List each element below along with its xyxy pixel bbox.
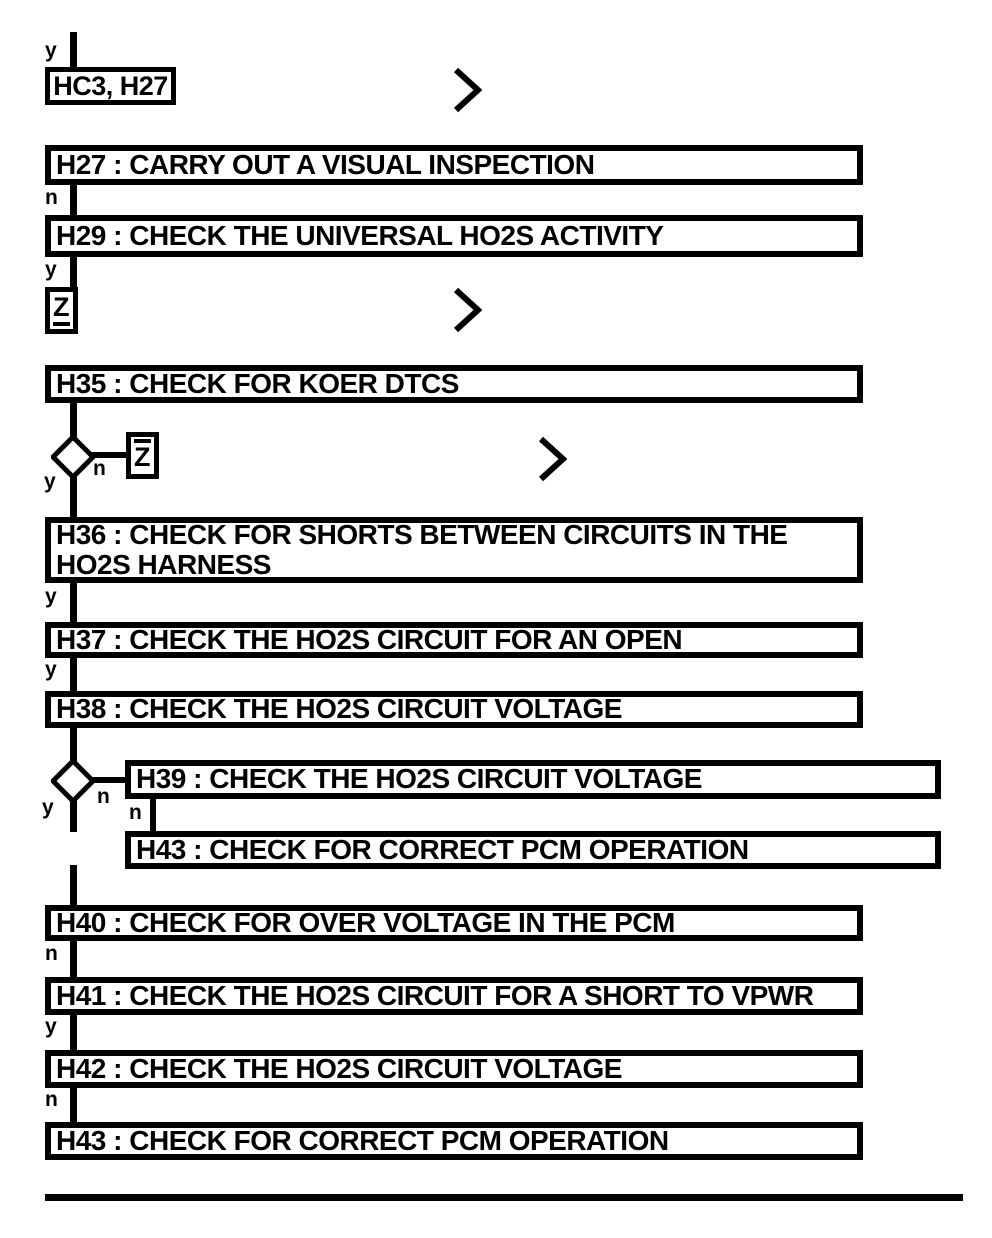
step-label-h35: H35 : CHECK FOR KOER DTCS [56,367,459,399]
branch-label-no: n [45,942,58,965]
bottom-divider [45,1194,963,1201]
step-label-h38: H38 : CHECK THE HO2S CIRCUIT VOLTAGE [56,693,622,725]
connector-line [70,725,77,764]
step-label-h27: H27 : CARRY OUT A VISUAL INSPECTION [56,148,595,180]
connector-line [70,796,77,832]
branch-label-yes: y [45,258,57,281]
branch-label-yes: y [45,1015,57,1038]
step-box-h42: H42 : CHECK THE HO2S CIRCUIT VOLTAGE [45,1050,863,1088]
connector-line [70,580,77,624]
step-label-h40: H40 : CHECK FOR OVER VOLTAGE IN THE PCM [56,906,675,938]
connector-line [88,777,127,783]
connector-line [70,1086,77,1124]
connector-line [70,655,77,693]
step-box-h29: H29 : CHECK THE UNIVERSAL HO2S ACTIVITY [45,215,863,257]
connector-line [70,1013,77,1052]
connector-line [70,32,77,68]
connector-line [70,473,77,519]
z-connector-label: Z [53,294,70,326]
step-box-h43-branch: H43 : CHECK FOR CORRECT PCM OPERATION [125,831,941,869]
branch-label-yes: y [45,585,57,608]
connector-line [150,797,156,833]
branch-label-yes: y [45,39,57,62]
step-box-h35: H35 : CHECK FOR KOER DTCS [45,365,863,403]
step-box-h27: H27 : CARRY OUT A VISUAL INSPECTION [45,145,863,185]
decision-diamond [51,435,95,479]
step-label-h37: H37 : CHECK THE HO2S CIRCUIT FOR AN OPEN [56,623,683,655]
step-box-h38: H38 : CHECK THE HO2S CIRCUIT VOLTAGE [45,691,863,728]
connector-line [70,401,77,439]
step-label-h29: H29 : CHECK THE UNIVERSAL HO2S ACTIVITY [56,219,664,251]
step-label-h43: H43 : CHECK FOR CORRECT PCM OPERATION [56,1124,669,1156]
branch-label-yes: y [44,470,56,493]
connector-line [70,865,77,907]
branch-label-no: n [129,801,142,824]
branch-label-yes: y [45,658,57,681]
step-box-h36: H36 : CHECK FOR SHORTS BETWEEN CIRCUITS … [45,517,863,583]
step-box-h37: H37 : CHECK THE HO2S CIRCUIT FOR AN OPEN [45,622,863,658]
step-box-h41: H41 : CHECK THE HO2S CIRCUIT FOR A SHORT… [45,977,863,1015]
connector-line [88,452,128,458]
connector-line [70,184,77,217]
step-label-h41: H41 : CHECK THE HO2S CIRCUIT FOR A SHORT… [56,979,814,1011]
continuation-arrow-icon [453,287,482,333]
branch-label-no: n [45,1088,58,1111]
branch-label-no: n [45,186,58,209]
step-box-h40: H40 : CHECK FOR OVER VOLTAGE IN THE PCM [45,905,863,941]
z-connector-link[interactable]: Z [45,287,78,334]
branch-label-no: n [97,785,110,808]
step-box-h43: H43 : CHECK FOR CORRECT PCM OPERATION [45,1122,863,1160]
step-label-h42: H42 : CHECK THE HO2S CIRCUIT VOLTAGE [56,1052,622,1084]
step-label-h39: H39 : CHECK THE HO2S CIRCUIT VOLTAGE [136,763,702,795]
connector-line [70,255,77,291]
start-reference-label: HC3, H27 [53,70,168,101]
start-reference-link[interactable]: HC3, H27 [45,67,176,105]
step-label-h36: H36 : CHECK FOR SHORTS BETWEEN CIRCUITS … [56,518,788,580]
step-box-h39: H39 : CHECK THE HO2S CIRCUIT VOLTAGE [125,760,941,799]
z-connector-link[interactable]: Z [126,432,159,479]
continuation-arrow-icon [453,67,482,113]
branch-label-no: n [93,457,106,480]
continuation-arrow-icon [538,436,567,482]
z-connector-label: Z [134,439,151,471]
decision-diamond [51,759,95,803]
branch-label-yes: y [42,796,54,819]
connector-line [70,939,77,979]
step-label-h43-branch: H43 : CHECK FOR CORRECT PCM OPERATION [136,833,749,865]
